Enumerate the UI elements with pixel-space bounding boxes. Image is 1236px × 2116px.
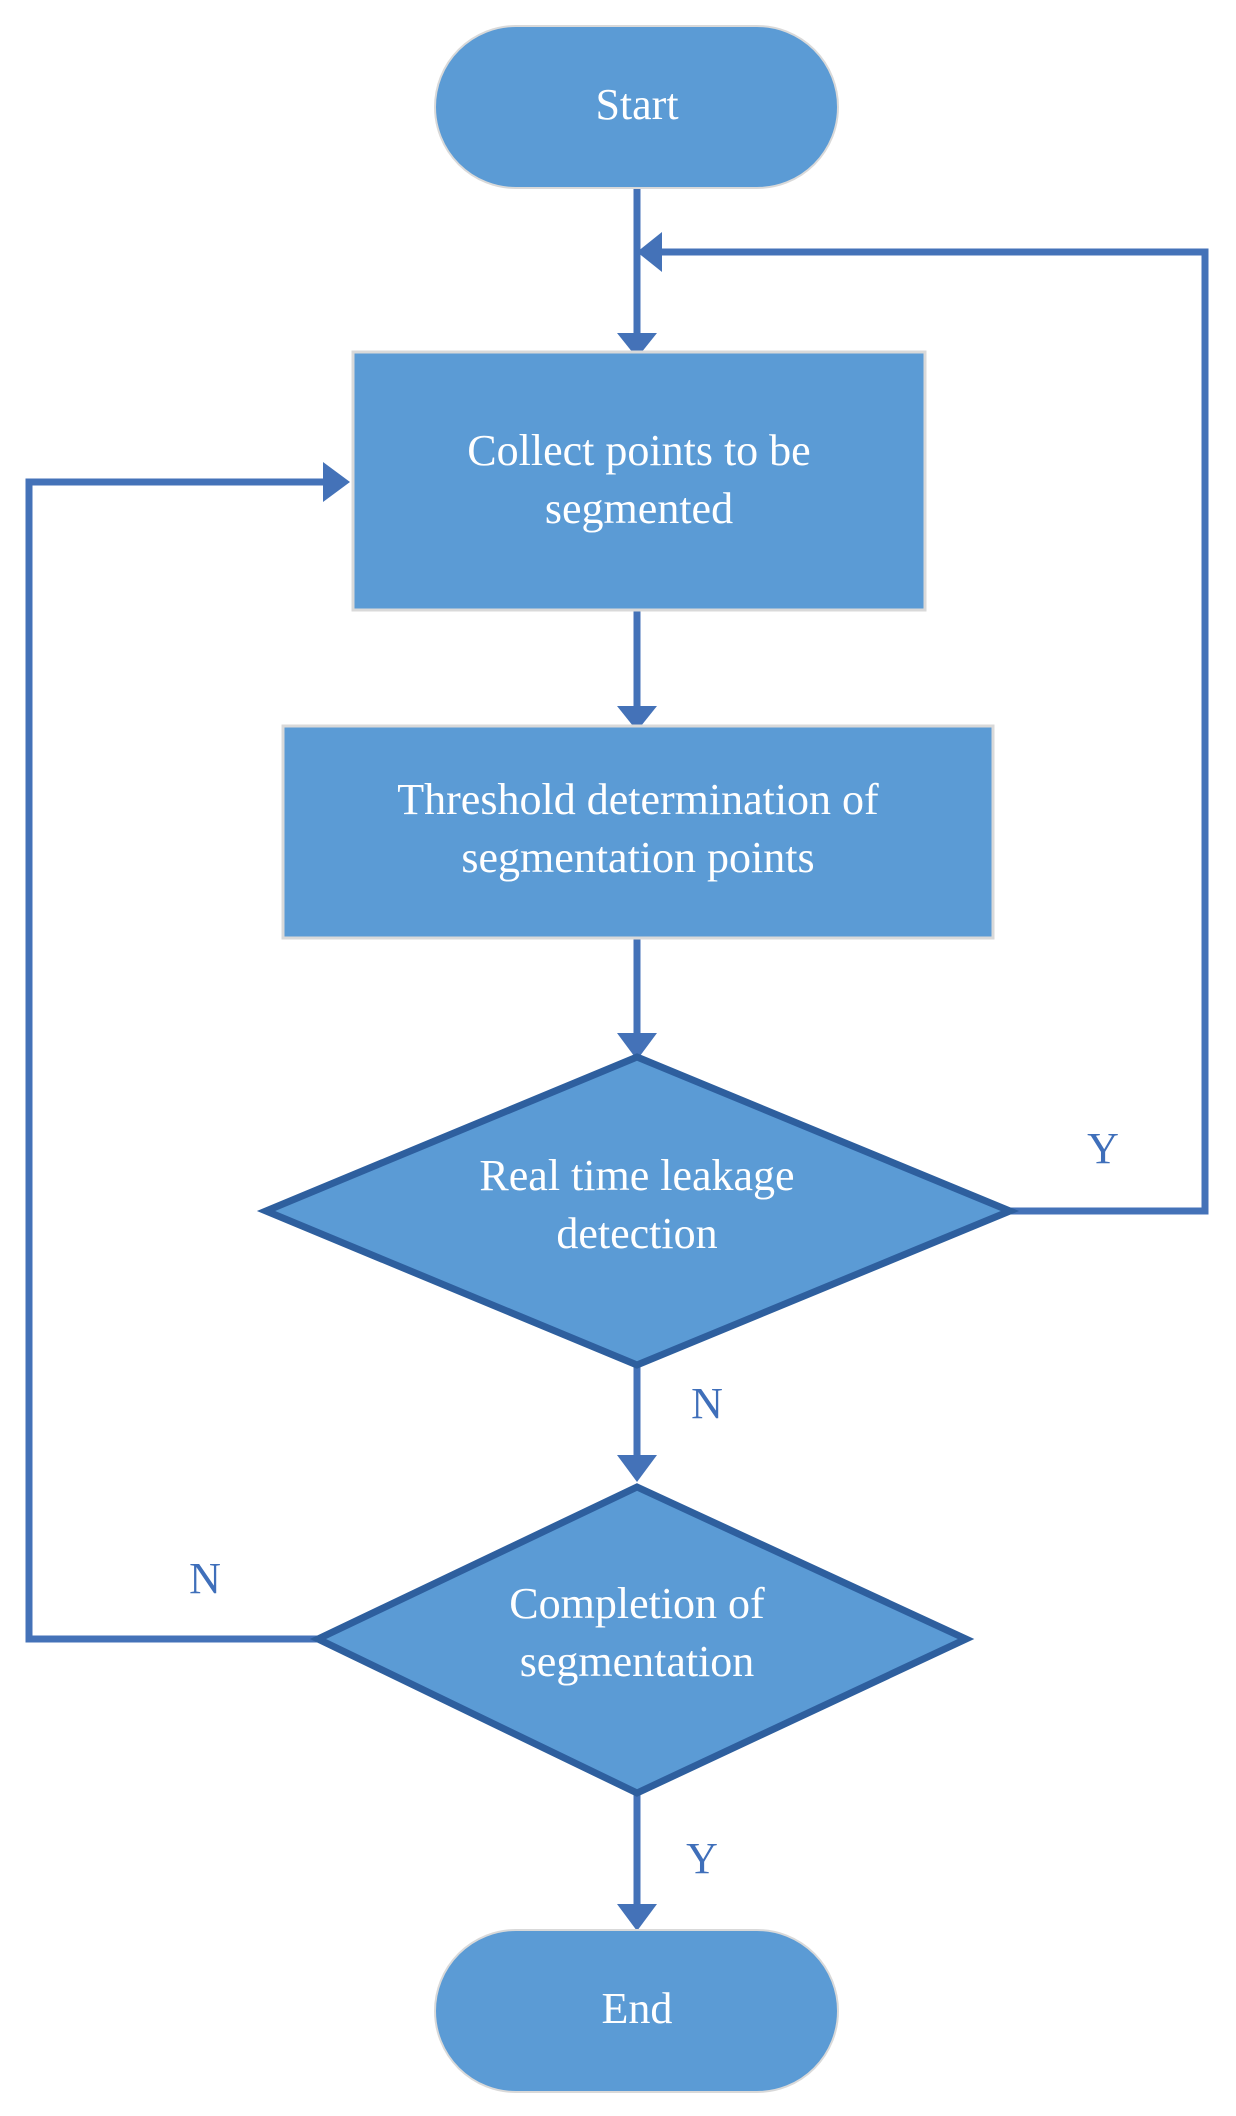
branch-label-completion-yes: Y	[686, 1834, 718, 1883]
node-threshold-determination[interactable]: Threshold determination of segmentation …	[281, 724, 995, 940]
completion-label-line2: segmentation	[520, 1637, 755, 1686]
completion-segmentation-shape	[309, 1483, 975, 1797]
connectors	[25, 188, 1209, 1931]
leakage-detection-label-line2: detection	[556, 1209, 717, 1258]
threshold-determination-shape	[281, 724, 995, 940]
branch-label-leakage-no: N	[691, 1379, 723, 1428]
collect-points-shape	[351, 350, 927, 612]
edge-leakage-no-to-completion	[617, 1367, 657, 1482]
threshold-label-line1: Threshold determination of	[397, 775, 879, 824]
node-start[interactable]: Start	[434, 25, 839, 189]
edge-leakage-yes-loop	[637, 232, 1209, 1215]
collect-points-label-line2: segmented	[545, 484, 733, 533]
edge-collect-to-threshold	[617, 610, 657, 731]
branch-label-completion-no: N	[189, 1554, 221, 1603]
start-label: Start	[595, 80, 678, 129]
edge-threshold-to-leakage	[617, 938, 657, 1060]
collect-points-label-line1: Collect points to be	[467, 426, 810, 475]
branch-label-leakage-yes: Y	[1087, 1124, 1119, 1173]
threshold-label-line2: segmentation points	[461, 833, 814, 882]
leakage-detection-label-line1: Real time leakage	[479, 1151, 794, 1200]
end-shape	[434, 1929, 839, 2093]
edge-start-to-collect	[617, 188, 657, 358]
edge-completion-yes-to-end	[617, 1795, 657, 1931]
node-collect-points[interactable]: Collect points to be segmented	[351, 350, 927, 612]
end-label: End	[602, 1984, 673, 2033]
completion-label-line1: Completion of	[509, 1579, 765, 1628]
node-leakage-detection[interactable]: Real time leakage detection	[256, 1053, 1020, 1369]
node-completion-segmentation[interactable]: Completion of segmentation	[309, 1483, 975, 1797]
branch-labels: Y N N Y	[189, 1124, 1119, 1883]
edge-completion-no-loop	[25, 462, 350, 1643]
leakage-detection-shape	[256, 1053, 1020, 1369]
start-shape	[434, 25, 839, 189]
node-end[interactable]: End	[434, 1929, 839, 2093]
